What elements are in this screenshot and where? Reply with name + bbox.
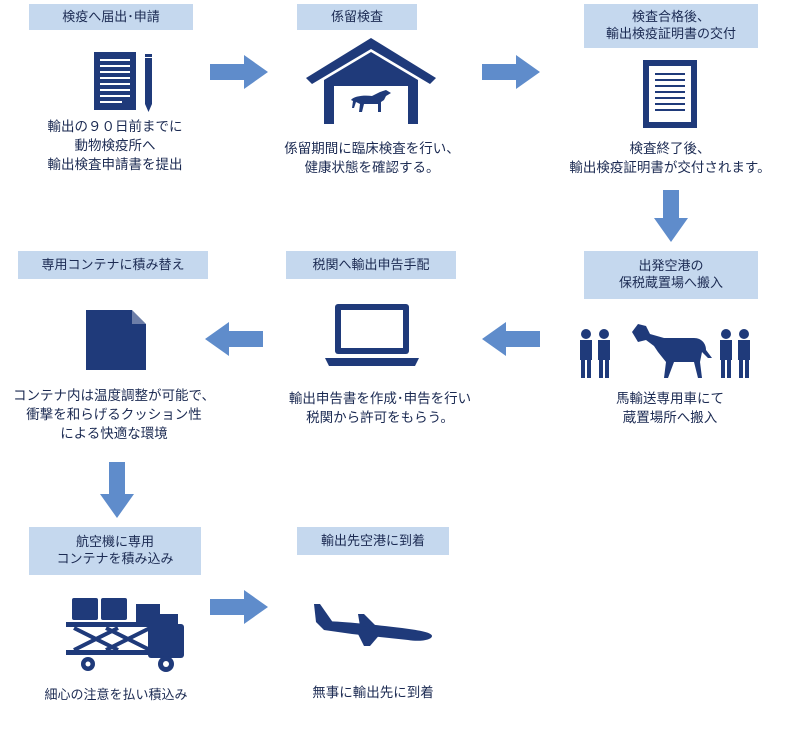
- step-8-desc: 無事に輸出先に到着: [312, 685, 434, 701]
- step-1-label: 検疫へ届出･申請: [29, 4, 193, 30]
- step-3-label: 検査合格後、 輸出検疫証明書の交付: [584, 4, 758, 48]
- stable-horse-icon: [306, 38, 436, 124]
- step-7-desc: 細心の注意を払い積込み: [44, 688, 188, 703]
- container-icon: [86, 310, 146, 370]
- step-6-desc: コンテナ内は温度調整が可能で、 衝撃を和らげるクッション性 による快適な環境: [13, 388, 215, 442]
- step-6-label: 専用コンテナに積み替え: [18, 251, 208, 279]
- step-8-label: 輸出先空港に到着: [297, 527, 449, 555]
- arrow-right-icon: [482, 55, 540, 89]
- step-3-desc: 検査終了後、 輸出検疫証明書が交付されます。: [569, 141, 771, 176]
- handlers-horse-icon: [580, 324, 750, 378]
- step-2-desc: 係留期間に臨床検査を行い、 健康状態を確認する。: [284, 141, 460, 176]
- arrow-left-icon: [205, 322, 263, 356]
- arrow-left-icon: [482, 322, 540, 356]
- certificate-icon: [643, 60, 697, 128]
- step-1-desc: 輸出の９０日前までに 動物検疫所へ 輸出検査申請書を提出: [47, 119, 183, 173]
- step-4-label: 出発空港の 保税蔵置場へ搬入: [584, 251, 758, 299]
- step-7-label: 航空機に専用 コンテナを積み込み: [29, 527, 201, 575]
- document-pencil-icon: [94, 52, 152, 112]
- step-4-desc: 馬輸送専用車にて 蔵置場所へ搬入: [616, 391, 724, 426]
- arrow-down-icon: [654, 190, 688, 242]
- step-5-label: 税関へ輸出申告手配: [286, 251, 456, 279]
- laptop-icon: [325, 304, 419, 366]
- loader-truck-icon: [66, 598, 184, 672]
- arrow-right-icon: [210, 55, 268, 89]
- step-2-label: 係留検査: [297, 4, 417, 30]
- step-5-desc: 輸出申告書を作成･申告を行い 税関から許可をもらう。: [288, 391, 472, 426]
- arrow-down-icon: [100, 462, 134, 518]
- arrow-right-icon: [210, 590, 268, 624]
- airplane-icon: [314, 604, 432, 646]
